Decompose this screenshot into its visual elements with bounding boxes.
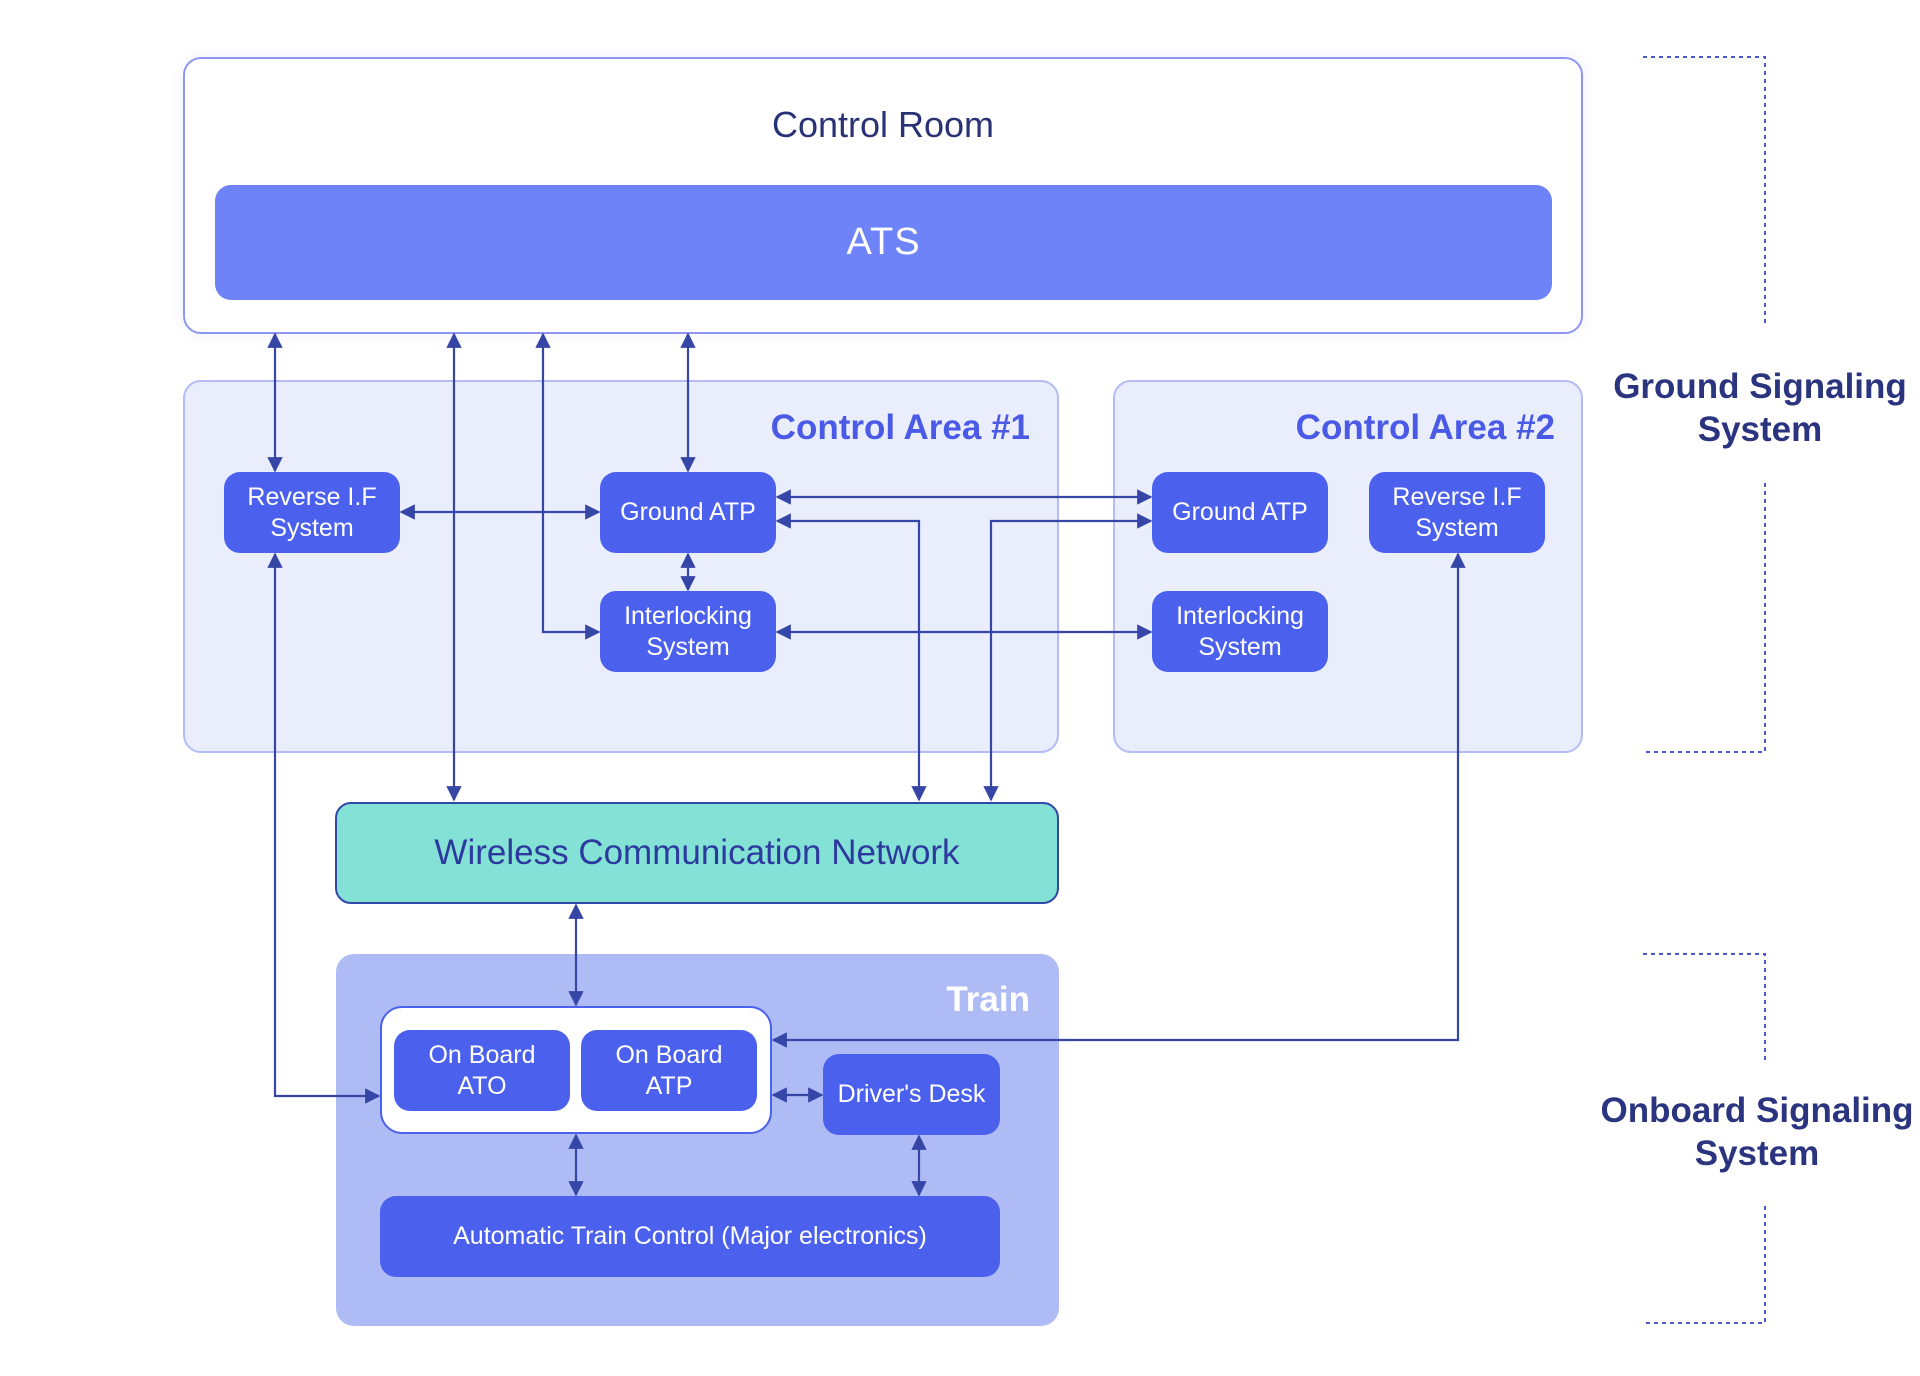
side-label-line: Ground Signaling [1613, 367, 1907, 406]
side-label-line: Onboard Signaling [1600, 1091, 1914, 1130]
node-label-line: ATO [457, 1071, 507, 1100]
link-reverse-if-2-onboard [771, 552, 1466, 1048]
drivers-desk: Driver's Desk [823, 1054, 1000, 1135]
node-label-line: System [1415, 513, 1499, 542]
node-label-line: ATP [645, 1071, 693, 1100]
ground-bracket-bottom [1643, 483, 1766, 753]
node-label-line: Ground ATP [1172, 498, 1308, 526]
node-label-line: Driver's Desk [837, 1080, 986, 1108]
ground-atp-1: Ground ATP [600, 472, 776, 553]
ground-atp-2: Ground ATP [1152, 472, 1328, 553]
side-label-line: System [1694, 1134, 1820, 1173]
side-label-line: System [1697, 410, 1823, 449]
link-reverse-if-1-onboard [267, 552, 381, 1104]
link-ground-atp-1-network [775, 513, 927, 802]
node-label-line: System [270, 513, 354, 542]
automatic-train-control: Automatic Train Control (Major electroni… [380, 1196, 1000, 1277]
control-area-2-title: Control Area #2 [1295, 408, 1555, 447]
control-room-title: Control Room [771, 104, 995, 145]
ground-bracket-top [1643, 56, 1766, 325]
node-label-line: Automatic Train Control (Major electroni… [453, 1222, 927, 1250]
control-area-1-title: Control Area #1 [770, 408, 1030, 447]
onboard-bracket-bottom [1643, 1206, 1766, 1324]
node-label-line: Reverse I.F [247, 482, 377, 511]
node-label-line: On Board [615, 1040, 723, 1069]
node-label-line: On Board [428, 1040, 536, 1069]
node-label-line: Ground ATP [620, 498, 756, 526]
onboard-bracket-top [1643, 953, 1766, 1060]
node-label-line: Interlocking [624, 601, 752, 630]
link-ground-atp-2-network [983, 513, 1153, 802]
node-label-line: Reverse I.F [1392, 482, 1522, 511]
ats-block: ATS [215, 185, 1552, 300]
link-ats-interlocking-1 [535, 332, 601, 640]
node-label-line: System [646, 632, 730, 661]
